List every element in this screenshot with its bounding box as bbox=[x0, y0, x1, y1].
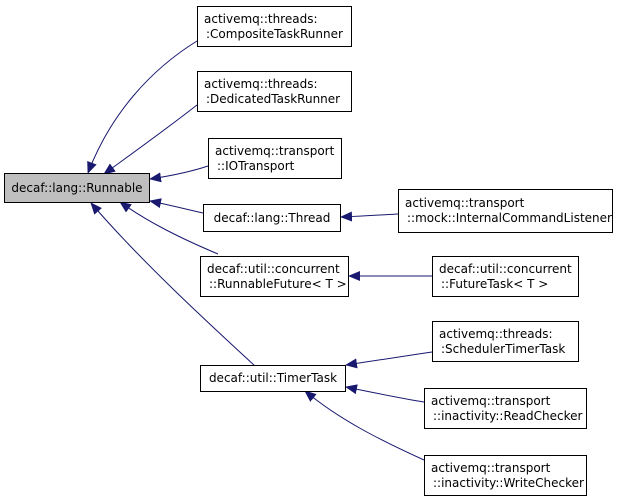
node-dedicated-task-runner[interactable]: activemq::threads: :DedicatedTaskRunner bbox=[197, 71, 352, 112]
node-future-task[interactable]: decaf::util::concurrent ::FutureTask< T … bbox=[432, 256, 579, 297]
node-composite-line1: activemq::threads: bbox=[204, 11, 318, 26]
edge-composite-to-runnable bbox=[87, 40, 198, 174]
node-scheduler-line1: activemq::threads: bbox=[439, 326, 553, 341]
node-internal-line2: ::mock::InternalCommandListener bbox=[407, 211, 612, 225]
node-runnable-future[interactable]: decaf::util::concurrent ::RunnableFuture… bbox=[200, 256, 349, 297]
node-dedicated-line2: :DedicatedTaskRunner bbox=[206, 91, 341, 106]
node-iotransport-line1: activemq::transport bbox=[215, 143, 335, 158]
edge-iotransport-to-runnable bbox=[149, 165, 209, 183]
node-write-checker[interactable]: activemq::transport ::inactivity::WriteC… bbox=[424, 455, 587, 496]
edge-runnablefuture-to-runnable bbox=[119, 201, 219, 255]
node-thread-line1: decaf::lang::Thread bbox=[213, 210, 331, 225]
node-composite-task-runner[interactable]: activemq::threads: :CompositeTaskRunner bbox=[197, 6, 352, 47]
node-writechecker-line2: ::inactivity::WriteChecker bbox=[433, 475, 584, 490]
node-dedicated-line1: activemq::threads: bbox=[204, 76, 318, 91]
edge-writechecker-to-timertask bbox=[304, 390, 425, 461]
node-composite-line2: :CompositeTaskRunner bbox=[206, 26, 343, 41]
edge-dedicated-to-runnable bbox=[103, 104, 198, 175]
node-futuretask-line1: decaf::util::concurrent bbox=[439, 261, 572, 276]
node-writechecker-line1: activemq::transport bbox=[431, 460, 551, 475]
node-runnablefuture-line1: decaf::util::concurrent bbox=[207, 261, 340, 276]
node-runnable[interactable]: decaf::lang::Runnable bbox=[4, 173, 150, 203]
node-readchecker-line1: activemq::transport bbox=[431, 393, 551, 408]
edge-internal-to-thread bbox=[340, 211, 399, 222]
node-readchecker-line2: ::inactivity::ReadChecker bbox=[433, 408, 583, 423]
edge-timertask-to-runnable bbox=[90, 202, 256, 367]
node-internal-command-listener[interactable]: activemq::transport ::mock::InternalComm… bbox=[398, 189, 613, 233]
node-timertask-line1: decaf::util::TimerTask bbox=[208, 371, 338, 385]
edge-thread-to-runnable bbox=[149, 198, 204, 214]
edge-scheduler-to-timertask bbox=[345, 351, 433, 369]
node-internal-line1: activemq::transport bbox=[405, 196, 525, 210]
node-runnablefuture-line2: ::RunnableFuture< T > bbox=[209, 276, 347, 291]
node-io-transport[interactable]: activemq::transport ::IOTransport bbox=[208, 138, 342, 179]
node-runnable-line1: decaf::lang::Runnable bbox=[11, 180, 143, 195]
node-timer-task[interactable]: decaf::util::TimerTask bbox=[200, 365, 346, 392]
node-scheduler-line2: :SchedulerTimerTask bbox=[441, 341, 566, 356]
edge-readchecker-to-timertask bbox=[345, 384, 425, 403]
node-futuretask-line2: ::FutureTask< T > bbox=[441, 276, 549, 291]
node-iotransport-line2: ::IOTransport bbox=[217, 158, 295, 173]
node-thread[interactable]: decaf::lang::Thread bbox=[203, 204, 341, 232]
node-read-checker[interactable]: activemq::transport ::inactivity::ReadCh… bbox=[424, 388, 587, 429]
node-scheduler-timer-task[interactable]: activemq::threads: :SchedulerTimerTask bbox=[432, 321, 579, 362]
